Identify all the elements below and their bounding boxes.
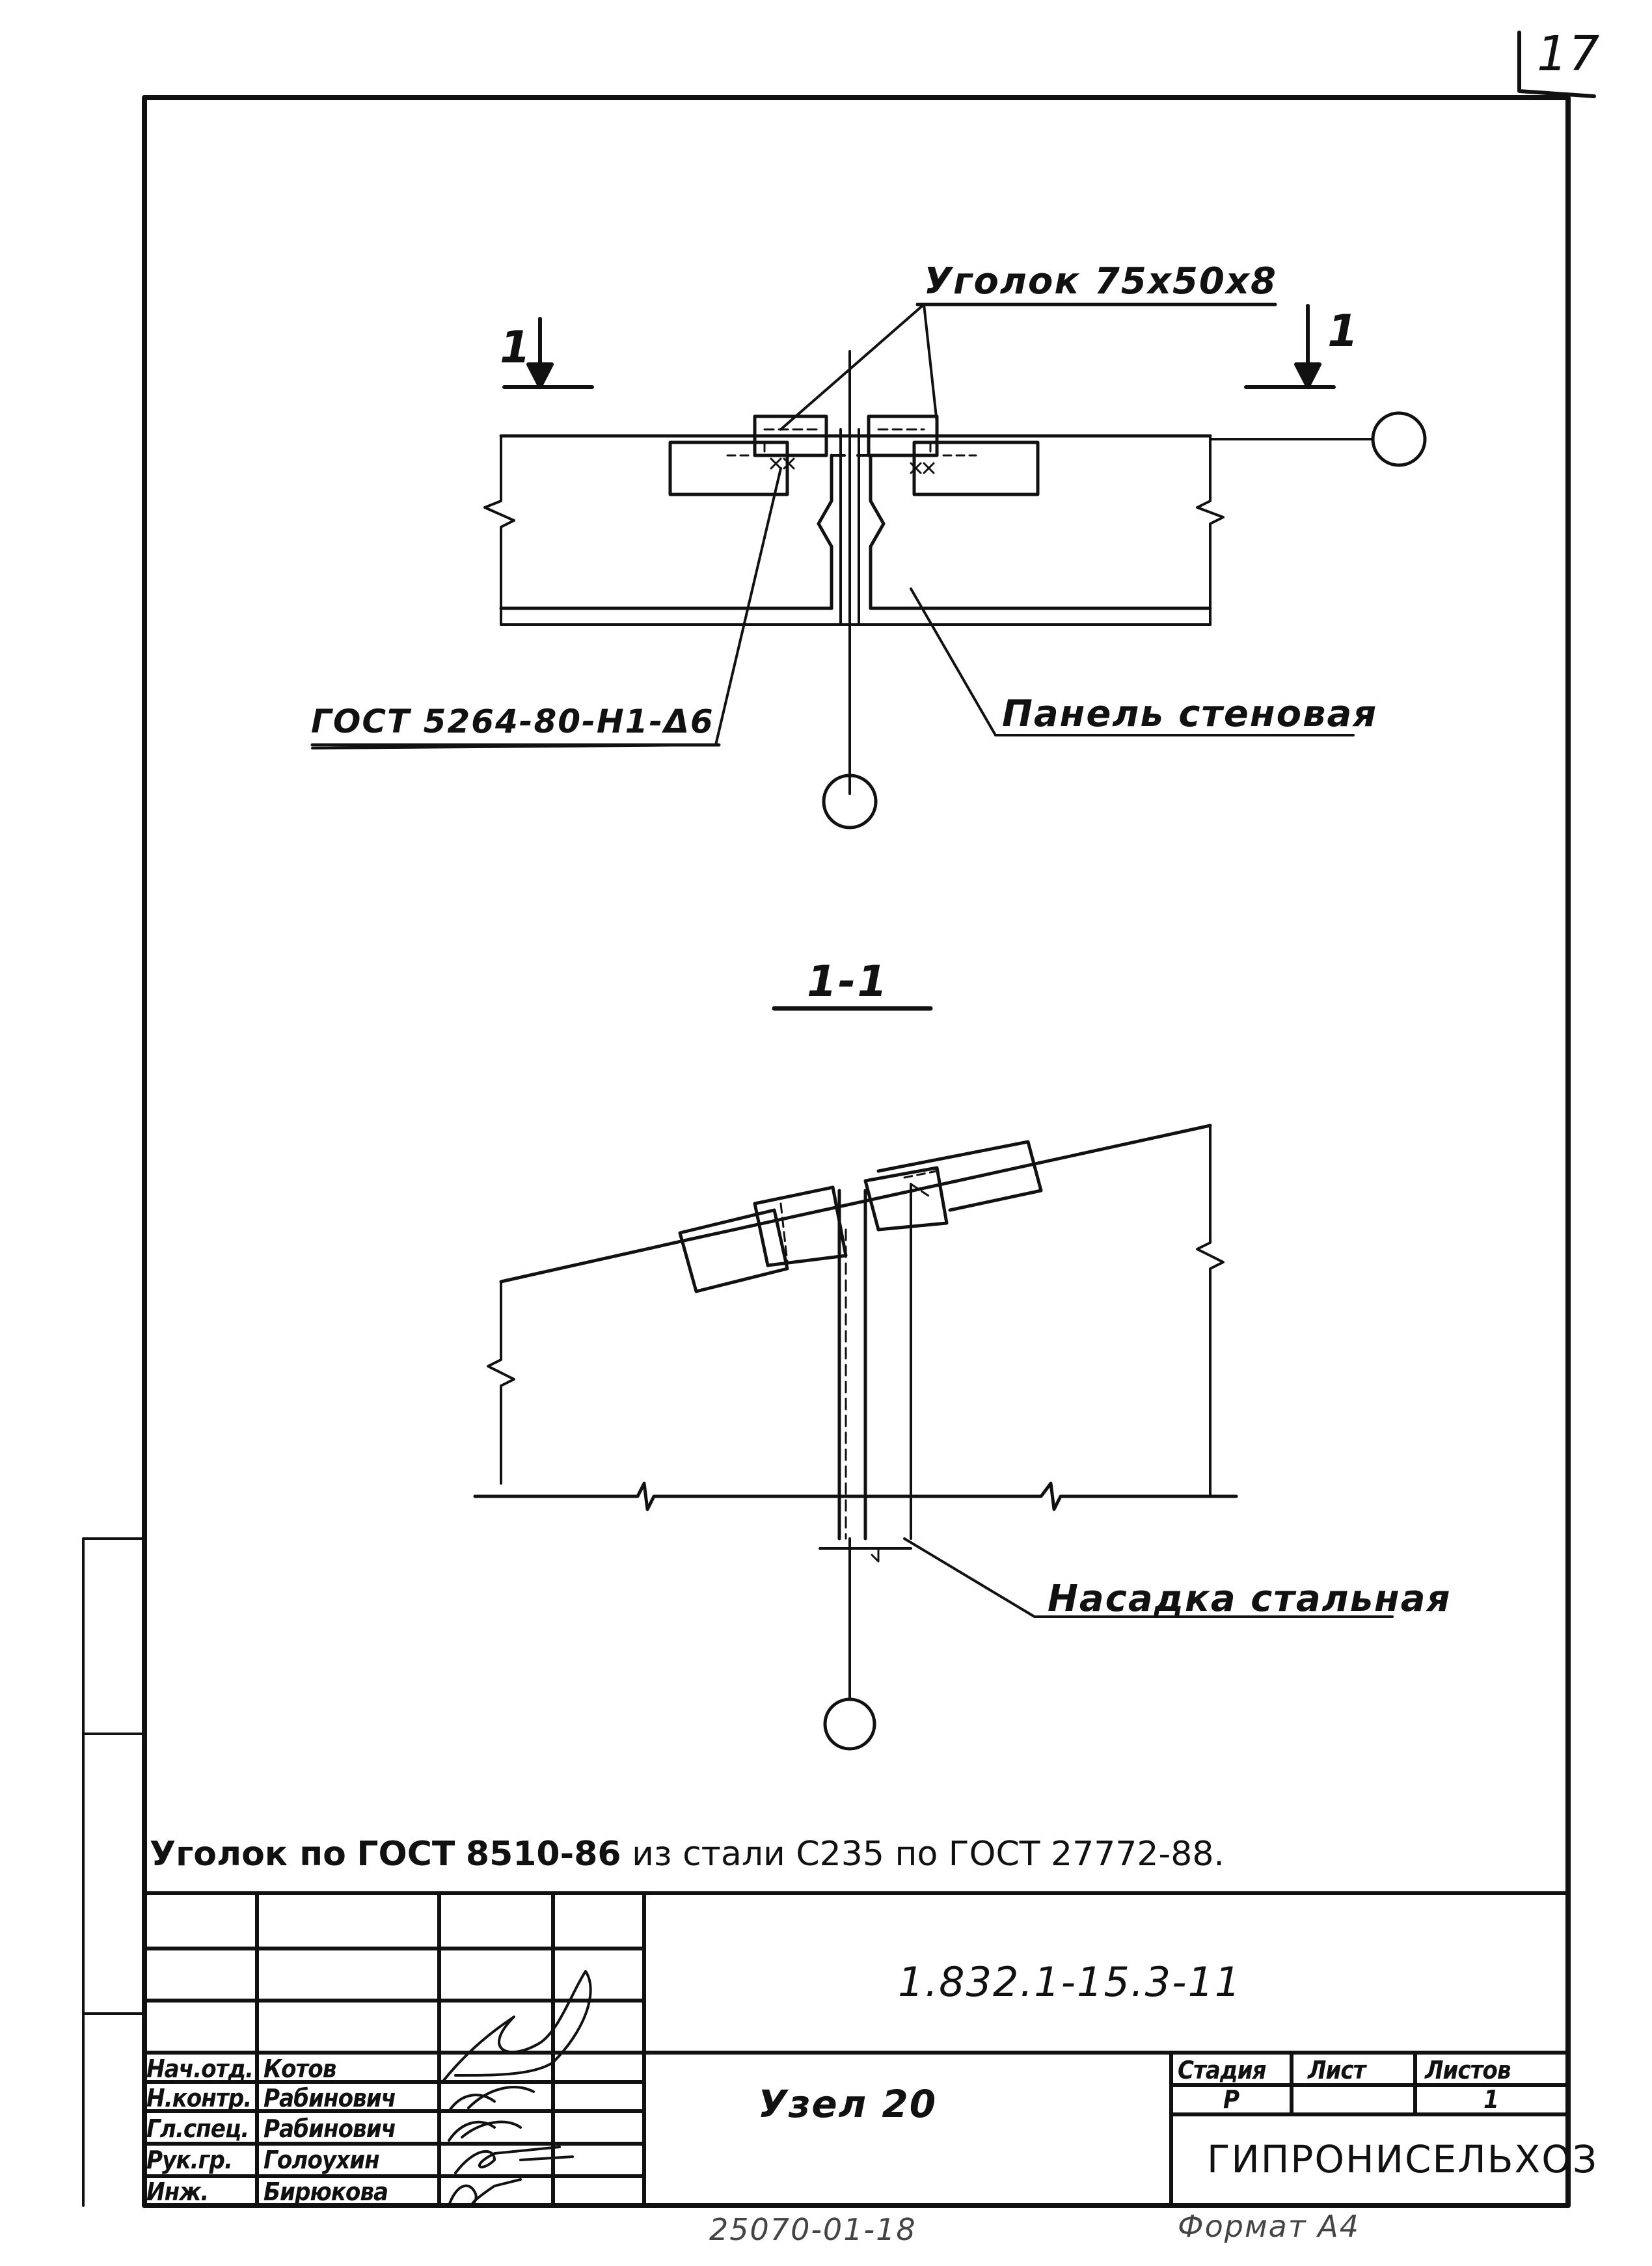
binding-strip xyxy=(82,1537,146,2207)
title-block-lines xyxy=(142,1891,1570,2207)
designation: 1.832.1-15.3-11 xyxy=(898,1958,1242,2006)
weld-label: ГОСТ 5264-80-Н1-Δ6 xyxy=(311,703,714,740)
stage-value: Р xyxy=(1223,2085,1239,2114)
material-note: Уголок по ГОСТ 8510-86 из стали С235 по … xyxy=(150,1835,1225,1874)
role-5: Инж. xyxy=(146,2178,209,2206)
name-4: Голоухин xyxy=(264,2146,380,2174)
plan-view xyxy=(310,303,1427,830)
sheets-header: Листов xyxy=(1425,2056,1511,2084)
name-3: Рабинович xyxy=(264,2114,396,2143)
name-1: Котов xyxy=(264,2055,336,2083)
note-part3: 8510-86 xyxy=(465,1835,621,1874)
angle-label: Уголок 75x50x8 xyxy=(924,260,1277,303)
role-4: Рук.гр. xyxy=(146,2146,233,2174)
cap-label: Насадка стальная xyxy=(1048,1578,1452,1620)
role-2: Н.контр. xyxy=(146,2084,252,2112)
signatures xyxy=(441,1970,592,2207)
page-number: 17 xyxy=(1537,26,1601,82)
name-5: Бирюкова xyxy=(264,2178,388,2206)
sheet-name: Узел 20 xyxy=(758,2082,938,2126)
organization: ГИПРОНИСЕЛЬХОЗ xyxy=(1207,2137,1599,2181)
name-2: Рабинович xyxy=(264,2084,396,2112)
role-1: Нач.отд. xyxy=(146,2055,254,2083)
note-part1: Уголок по xyxy=(150,1835,346,1874)
sheet-header: Лист xyxy=(1308,2056,1366,2084)
section-mark-left: 1 xyxy=(500,322,532,373)
frame-border xyxy=(142,95,1571,2208)
page-number-bracket xyxy=(1517,31,1596,98)
inventory-number: 25070-01-18 xyxy=(709,2212,917,2247)
section-title: 1-1 xyxy=(807,956,889,1006)
note-part4: из стали С235 по ГОСТ 27772-88. xyxy=(632,1835,1225,1874)
format-label: Формат А4 xyxy=(1178,2209,1360,2244)
stage-header: Стадия xyxy=(1178,2056,1266,2084)
note-part2: ГОСТ xyxy=(357,1835,455,1874)
role-3: Гл.спец. xyxy=(146,2114,249,2143)
panel-label: Панель стеновая xyxy=(1002,693,1378,735)
section-view xyxy=(473,1006,1394,1751)
section-mark-right: 1 xyxy=(1327,306,1360,357)
sheets-value: 1 xyxy=(1483,2085,1499,2114)
